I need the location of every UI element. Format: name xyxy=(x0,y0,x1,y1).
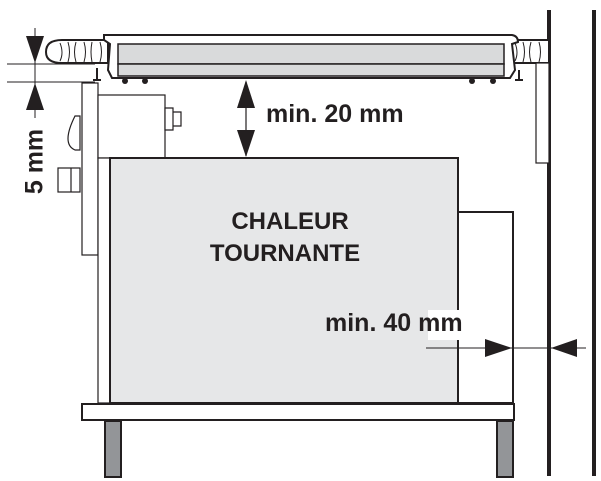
foot-right xyxy=(496,420,514,478)
oven-front-frame xyxy=(57,82,182,404)
oven-label: CHALEUR TOURNANTE xyxy=(110,206,470,270)
hob xyxy=(93,34,523,84)
foot-left xyxy=(104,420,122,478)
oven-back-box xyxy=(457,211,514,404)
oven-label-line2: TOURNANTE xyxy=(209,240,361,267)
top-clearance-label: min. 20 mm xyxy=(266,100,404,128)
side-clearance-label: min. 40 mm xyxy=(325,309,463,337)
side-clearance-dimension xyxy=(426,310,586,357)
oven-label-line1: CHALEUR xyxy=(231,208,349,235)
hob-recess-dimension xyxy=(7,28,95,118)
hob-recess-label: 5 mm xyxy=(20,128,49,195)
top-clearance-dimension xyxy=(237,80,255,157)
oven-body xyxy=(109,157,459,404)
worktop-left xyxy=(44,39,109,64)
cabinet-side-panel xyxy=(535,62,550,164)
base-shelf xyxy=(81,403,515,421)
